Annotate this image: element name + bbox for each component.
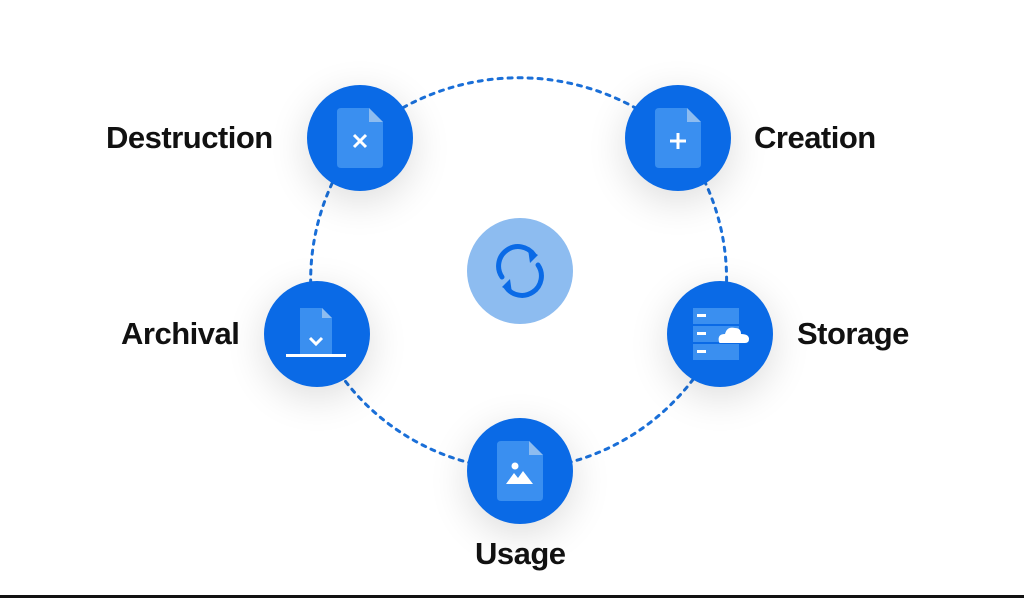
storage-node <box>667 281 773 387</box>
creation-label: Creation <box>754 120 876 155</box>
archival-node <box>264 281 370 387</box>
storage-label: Storage <box>797 316 909 351</box>
refresh-cycle-icon <box>496 244 544 298</box>
usage-node <box>467 418 573 524</box>
center-cycle-node <box>467 218 573 324</box>
file-plus-icon <box>655 108 701 168</box>
creation-node <box>625 85 731 191</box>
destruction-label: Destruction <box>106 120 273 155</box>
bottom-border <box>0 595 1024 598</box>
destruction-node <box>307 85 413 191</box>
file-delete-icon <box>337 108 383 168</box>
server-cloud-icon <box>693 308 749 360</box>
file-archive-icon <box>286 308 346 357</box>
usage-label: Usage <box>475 536 566 571</box>
archival-label: Archival <box>121 316 240 351</box>
file-image-icon <box>497 441 543 501</box>
